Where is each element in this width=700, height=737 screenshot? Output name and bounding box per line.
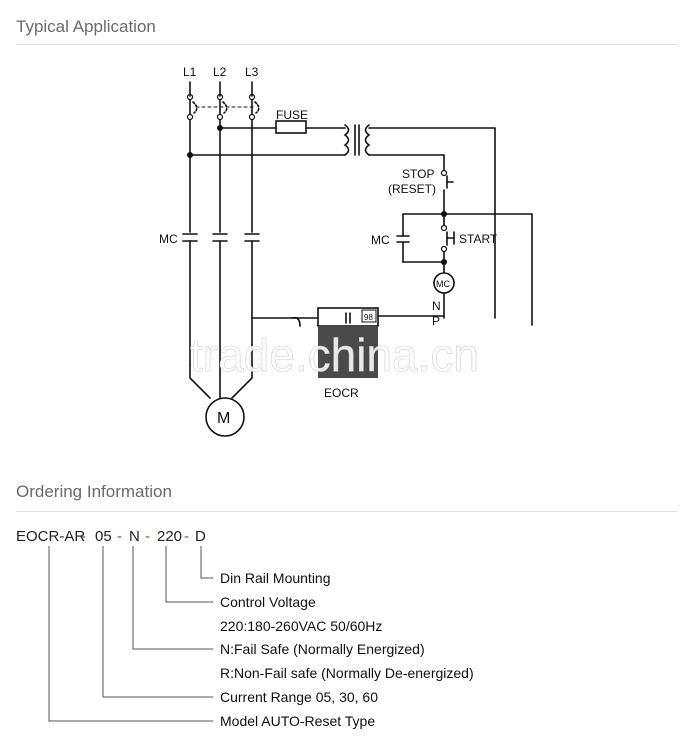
separator: - (184, 528, 189, 545)
eocr-device-block (318, 326, 378, 378)
reset-label: (RESET) (388, 182, 436, 196)
desc-din-rail: Din Rail Mounting (220, 570, 331, 586)
section-divider (16, 511, 678, 512)
motor-label: M (217, 410, 230, 427)
typical-application-title: Typical Application (16, 17, 156, 36)
model-part-voltage: 220 (157, 528, 182, 545)
mc-main-contact-label: MC (159, 232, 178, 246)
terminal-98-label: 98 (364, 313, 373, 322)
separator: - (81, 528, 86, 545)
n-terminal-label: N (432, 299, 441, 313)
fuse-label: FUSE (276, 108, 308, 122)
eocr-label: EOCR (324, 386, 359, 400)
desc-non-fail-safe: R:Non-Fail safe (Normally De-energized) (220, 665, 474, 681)
section-divider (16, 44, 678, 45)
ordering-information-title: Ordering Information (16, 482, 172, 501)
desc-control-voltage: Control Voltage (220, 594, 316, 610)
model-part-mounting: D (195, 528, 206, 545)
stop-label: STOP (402, 167, 434, 181)
desc-fail-safe: N:Fail Safe (Normally Energized) (220, 641, 425, 657)
model-part-mode: N (129, 528, 140, 545)
desc-model-type: Model AUTO-Reset Type (220, 713, 375, 729)
desc-voltage-range: 220:180-260VAC 50/60Hz (220, 618, 382, 634)
l1-label: L1 (183, 65, 197, 79)
separator: - (145, 528, 150, 545)
desc-current-range: Current Range 05, 30, 60 (220, 689, 378, 705)
start-label: START (459, 232, 498, 246)
watermark-text: trade.china.cn (190, 329, 479, 381)
mc-coil-label: MC (436, 279, 450, 289)
mc-aux-contact-label: MC (371, 233, 390, 247)
model-part-series: EOCR-AR (16, 528, 85, 545)
model-part-current: 05 (95, 528, 112, 545)
l2-label: L2 (213, 65, 227, 79)
l3-label: L3 (245, 65, 259, 79)
separator: - (117, 528, 122, 545)
p-terminal-label: P (432, 314, 440, 328)
